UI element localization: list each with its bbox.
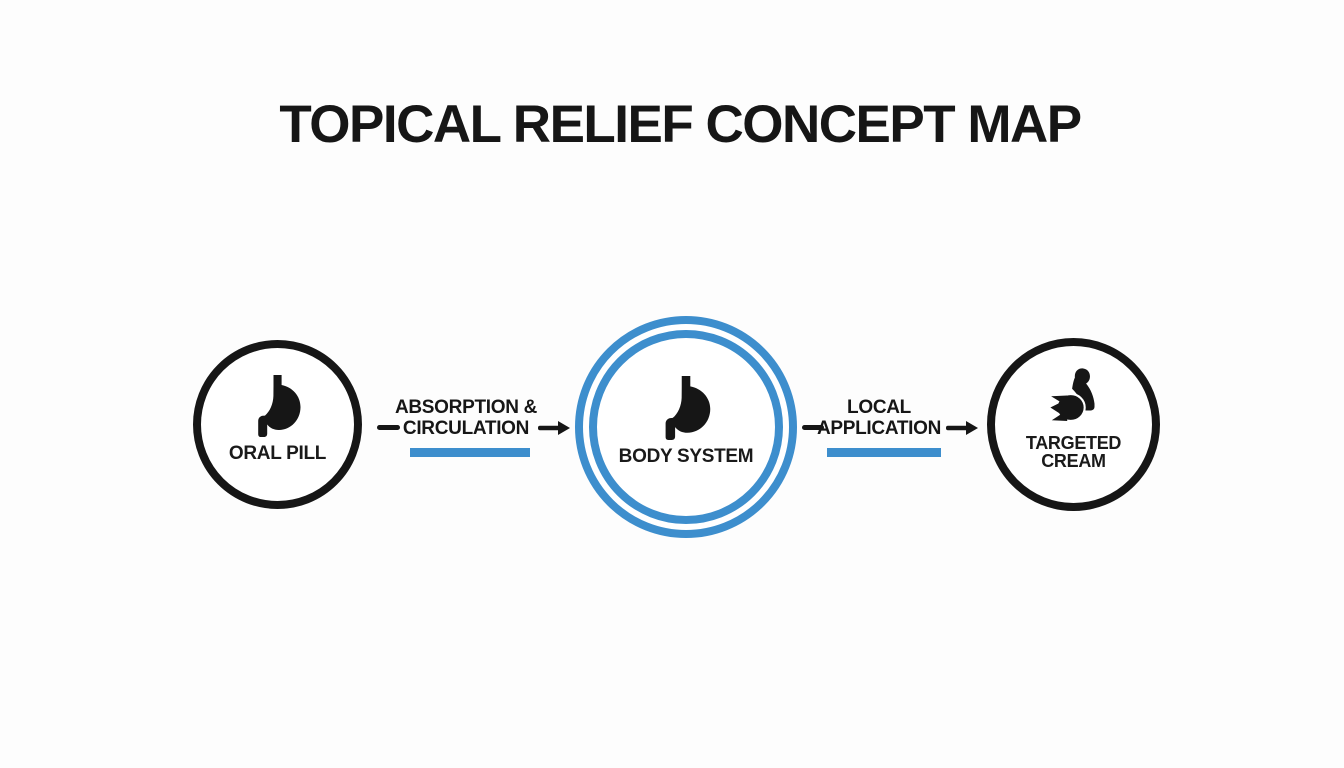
- connector-2-dash: [802, 425, 824, 430]
- node-label: ORAL PILL: [228, 442, 327, 464]
- connector-2-underline-bar: [827, 448, 941, 457]
- page-title: TOPICAL RELIEF CONCEPT MAP: [279, 95, 1082, 154]
- connector-1-dash: [377, 425, 400, 430]
- stomach-icon: [257, 374, 300, 437]
- stomach-icon: [665, 376, 710, 440]
- connector-1-arrow-right-icon: [538, 421, 570, 435]
- node-oral-pill: ORAL PILL: [193, 340, 362, 509]
- node-label-line2: CREAM: [1041, 450, 1106, 471]
- connector-1-label-line1: ABSORPTION &: [394, 397, 538, 418]
- connector-2-label-line2: APPLICATION: [816, 418, 942, 439]
- node-label: BODY SYSTEM: [618, 446, 754, 467]
- node-label-line1: TARGETED: [1025, 432, 1122, 453]
- connector-1-underline-bar: [410, 448, 530, 457]
- connector-2-arrow-right-icon: [946, 421, 978, 435]
- bicep-icon: [1050, 367, 1095, 422]
- connector-1-label-line2: CIRCULATION: [402, 418, 530, 439]
- connector-1-label: ABSORPTION &CIRCULATION: [391, 397, 541, 439]
- node-body-system: BODY SYSTEM: [589, 330, 783, 524]
- node-body-system-outer-ring: BODY SYSTEM: [575, 316, 797, 538]
- connector-2-label-line1: LOCAL: [847, 397, 911, 418]
